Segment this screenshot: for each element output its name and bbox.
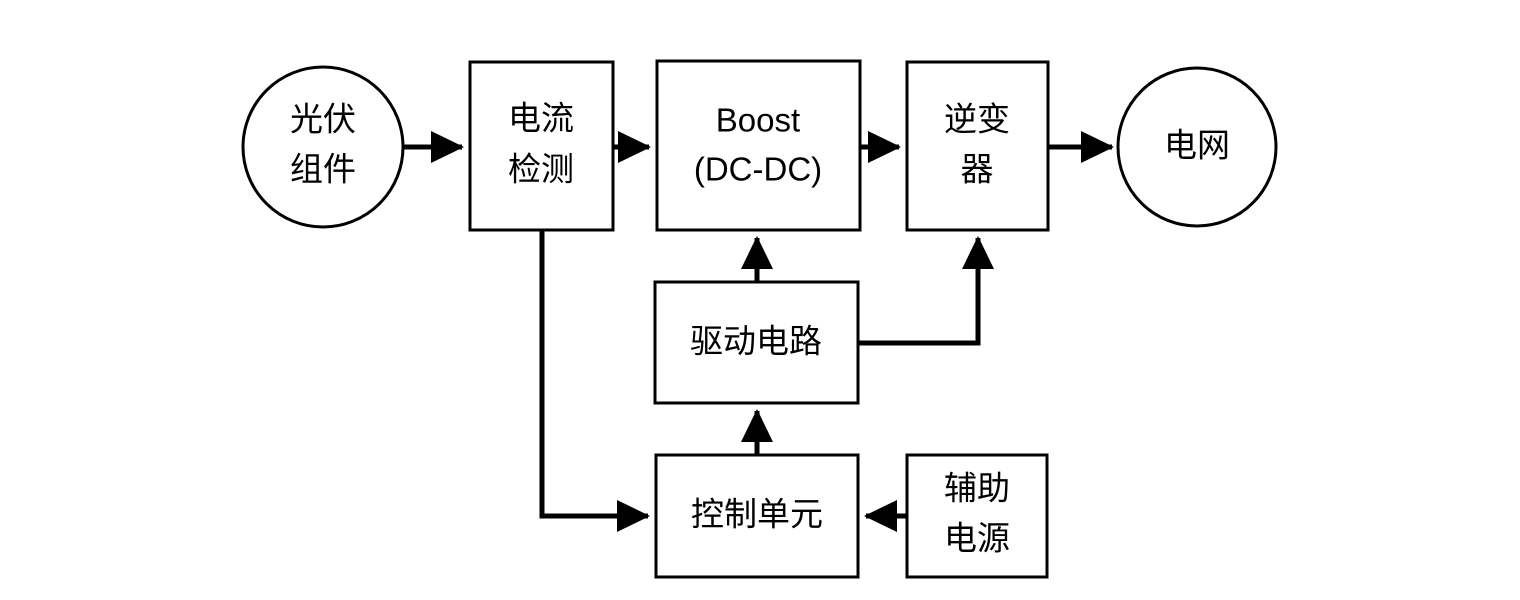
boost-converter-box[interactable]	[655, 59, 862, 232]
auxiliary-power-label-line1: 辅助	[944, 470, 1010, 507]
node-current-detection[interactable]: 电流 检测	[468, 60, 615, 232]
node-power-grid[interactable]: 电网	[1116, 66, 1278, 228]
pv-module-label-line2: 组件	[290, 151, 356, 188]
auxiliary-power-label-line2: 电源	[944, 520, 1010, 557]
power-grid-circle[interactable]	[1116, 66, 1278, 228]
current-detection-label-line1: 电流	[508, 100, 574, 137]
drive-circuit-label-line1: 驱动电路	[690, 323, 822, 360]
node-boost-converter[interactable]: Boost (DC-DC)	[655, 59, 862, 232]
pv-module-label-line1: 光伏	[290, 101, 356, 138]
node-pv-module[interactable]: 光伏 组件	[241, 65, 405, 229]
node-control-unit[interactable]: 控制单元	[654, 453, 860, 579]
auxiliary-power-box[interactable]	[905, 453, 1049, 579]
current-detection-box[interactable]	[468, 60, 615, 232]
node-auxiliary-power[interactable]: 辅助 电源	[905, 453, 1049, 579]
drive-circuit-box[interactable]	[653, 280, 860, 405]
boost-converter-label-line2: (DC-DC)	[694, 151, 822, 188]
inverter-label-line1: 逆变	[944, 101, 1010, 138]
pv-module-circle[interactable]	[241, 65, 405, 229]
node-inverter[interactable]: 逆变 器	[905, 60, 1050, 232]
boost-converter-label-line1: Boost	[716, 102, 800, 139]
inverter-label-line2: 器	[961, 151, 994, 188]
control-unit-box[interactable]	[654, 453, 860, 579]
node-drive-circuit[interactable]: 驱动电路	[653, 280, 860, 405]
inverter-box[interactable]	[905, 60, 1050, 232]
edge-current-detection-to-control-unit	[539, 230, 651, 532]
current-detection-label-line2: 检测	[508, 151, 574, 188]
power-grid-label-line1: 电网	[1164, 127, 1230, 164]
control-unit-label-line1: 控制单元	[691, 496, 823, 533]
edge-drive-circuit-to-inverter	[858, 235, 994, 346]
